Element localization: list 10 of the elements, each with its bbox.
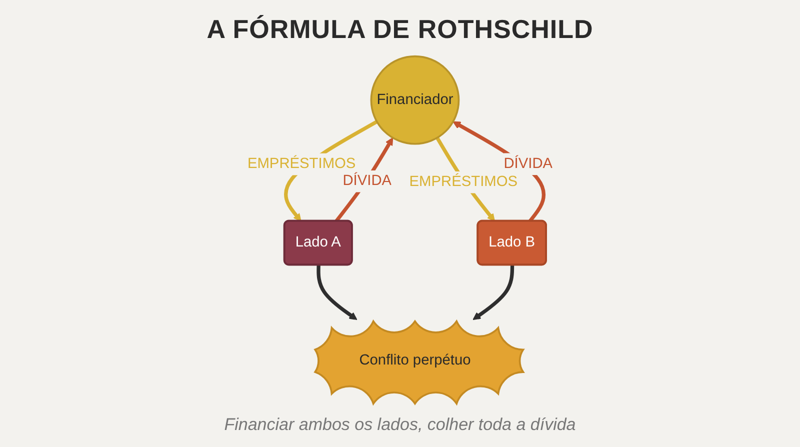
- caption: Financiar ambos os lados, colher toda a dívida: [224, 415, 576, 435]
- arrow: [334, 137, 394, 222]
- node-circle: Financiador: [370, 55, 460, 145]
- arrow: [472, 265, 514, 320]
- title: A FÓRMULA DE ROTHSCHILD: [206, 14, 594, 45]
- arrow: [316, 265, 358, 320]
- edge-label: EMPRÉSTIMOS: [409, 174, 518, 190]
- edge-label: DÍVIDA: [342, 173, 392, 189]
- edge-label: DÍVIDA: [504, 156, 553, 172]
- edge-label: EMPRÉSTIMOS: [247, 156, 356, 172]
